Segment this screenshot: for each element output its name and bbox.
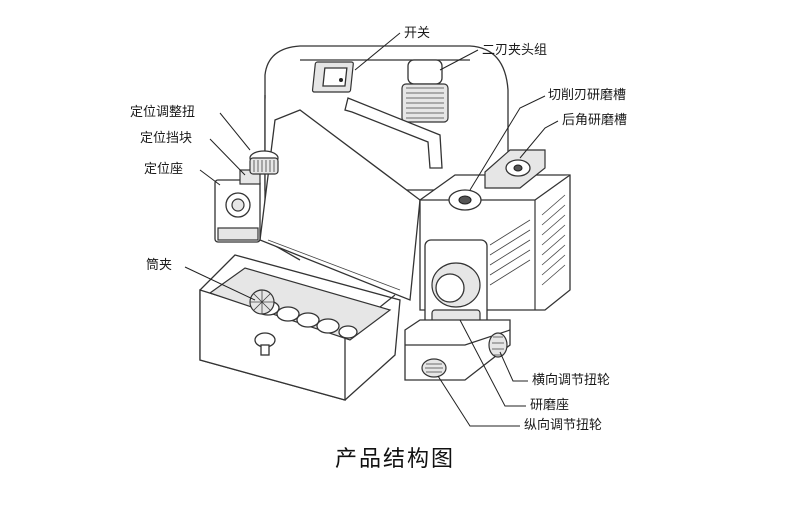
positioning-seat: [214, 179, 261, 243]
collet: [249, 289, 275, 315]
label-cutting-edge-groove: 切削刃研磨槽: [548, 88, 627, 103]
label-position-block: 定位挡块: [140, 131, 193, 146]
longitudinal-adjust-wheel: [421, 358, 447, 378]
label-position-seat: 定位座: [144, 162, 184, 177]
label-lateral-wheel: 横向调节扭轮: [532, 373, 611, 388]
label-two-blade-chuck: 二刃夹头组: [482, 43, 548, 58]
diagram-caption: 产品结构图: [334, 447, 455, 472]
power-switch: [311, 61, 354, 93]
two-blade-chuck-knob: [401, 59, 449, 123]
label-grinding-seat: 研磨座: [530, 398, 570, 413]
label-relief-angle-groove: 后角研磨槽: [562, 113, 628, 128]
cutting-edge-groove: [448, 189, 482, 211]
positioning-adjust-knob: [249, 150, 279, 175]
drawer-pull-knob: [254, 332, 276, 356]
carrying-handle: [344, 97, 443, 169]
label-switch: 开关: [404, 26, 431, 41]
lateral-adjust-wheel: [488, 332, 508, 358]
top-cover: [259, 109, 421, 301]
collet-drawer: [199, 254, 401, 401]
label-longitudinal-wheel: 纵向调节扭轮: [524, 418, 603, 433]
relief-angle-groove: [484, 149, 546, 189]
label-collet: 筒夹: [146, 258, 173, 273]
label-position-knob: 定位调整扭: [130, 105, 196, 120]
leader-lines: [184, 32, 559, 427]
